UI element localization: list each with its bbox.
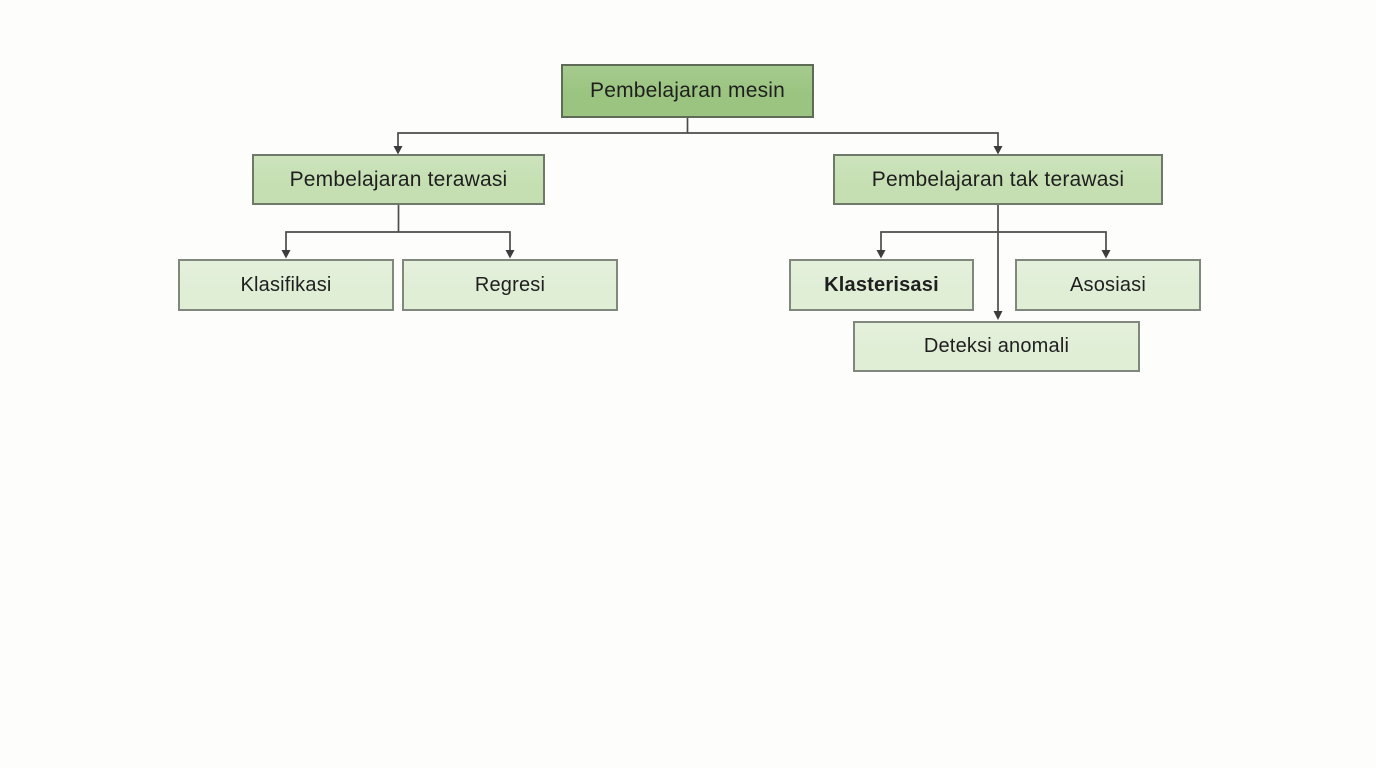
arrowhead-classification [281,250,291,259]
connector-supervised-to-children [281,205,515,259]
arrowhead-regression [505,250,515,259]
connector-root-to-level2 [393,118,1003,155]
arrowhead-association [1101,250,1111,259]
node-clustering: Klasterisasi [789,259,974,311]
arrowhead-anomaly [993,311,1003,320]
node-regression: Regresi [402,259,618,311]
node-machine-learning: Pembelajaran mesin [561,64,814,118]
node-anomaly-detection: Deteksi anomali [853,321,1140,372]
node-unsupervised-learning: Pembelajaran tak terawasi [833,154,1163,205]
node-supervised-learning: Pembelajaran terawasi [252,154,545,205]
node-classification: Klasifikasi [178,259,394,311]
arrowhead-clustering [876,250,886,259]
node-association: Asosiasi [1015,259,1201,311]
